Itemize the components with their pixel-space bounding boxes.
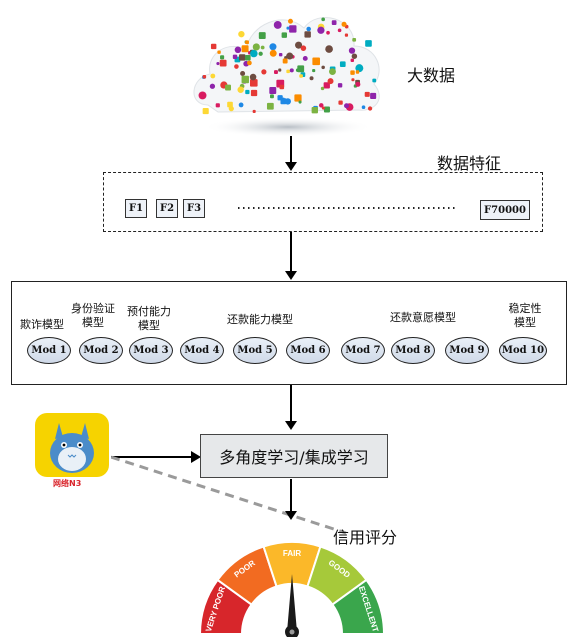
app-badge: 网络N3 — [53, 479, 82, 488]
big-data-cloud — [188, 0, 388, 140]
app-icon: 网络N3 — [33, 411, 111, 491]
gauge-label-fair: FAIR — [283, 549, 301, 558]
big-data-label: 大数据 — [407, 66, 456, 85]
mod-9: Mod 9 — [445, 337, 489, 364]
category-repay-willingness: 还款意愿模型 — [390, 311, 456, 324]
mod-2: Mod 2 — [79, 337, 123, 364]
ensemble-learning-box: 多角度学习/集成学习 — [200, 434, 388, 478]
arrow-features-to-models — [285, 232, 297, 280]
category-repay-ability: 还款能力模型 — [227, 313, 293, 326]
features-box — [103, 172, 543, 232]
category-identity: 身份验证 模型 — [71, 302, 115, 329]
category-stability: 稳定性 模型 — [508, 302, 542, 329]
mod-5: Mod 5 — [233, 337, 277, 364]
cloud-icon — [193, 17, 380, 137]
gauge-segment-excellent — [331, 578, 386, 635]
models-box — [11, 281, 567, 385]
feature-f2: F2 — [156, 199, 178, 218]
mod-10: Mod 10 — [499, 337, 547, 364]
arrow-app-to-learning — [111, 451, 201, 463]
dashed-connector — [111, 455, 347, 535]
features-title: 数据特征 — [437, 154, 502, 173]
mod-7: Mod 7 — [341, 337, 385, 364]
arrow-learning-to-score — [285, 479, 297, 520]
arrow-models-to-learning — [285, 385, 297, 430]
mod-3: Mod 3 — [129, 337, 173, 364]
mod-4: Mod 4 — [180, 337, 224, 364]
feature-f3: F3 — [183, 199, 205, 218]
feature-f1: F1 — [125, 199, 147, 218]
mod-6: Mod 6 — [286, 337, 330, 364]
totoro-icon — [35, 413, 109, 477]
category-prepay: 预付能力 模型 — [127, 305, 171, 332]
gauge-needle — [287, 574, 297, 632]
mod-8: Mod 8 — [391, 337, 435, 364]
feature-f70000: F70000 — [480, 200, 530, 220]
credit-score-label: 信用评分 — [333, 528, 398, 547]
feature-ellipsis-dots — [238, 207, 456, 209]
arrow-cloud-to-features — [285, 136, 297, 171]
category-fraud: 欺诈模型 — [20, 318, 64, 331]
mod-1: Mod 1 — [27, 337, 71, 364]
